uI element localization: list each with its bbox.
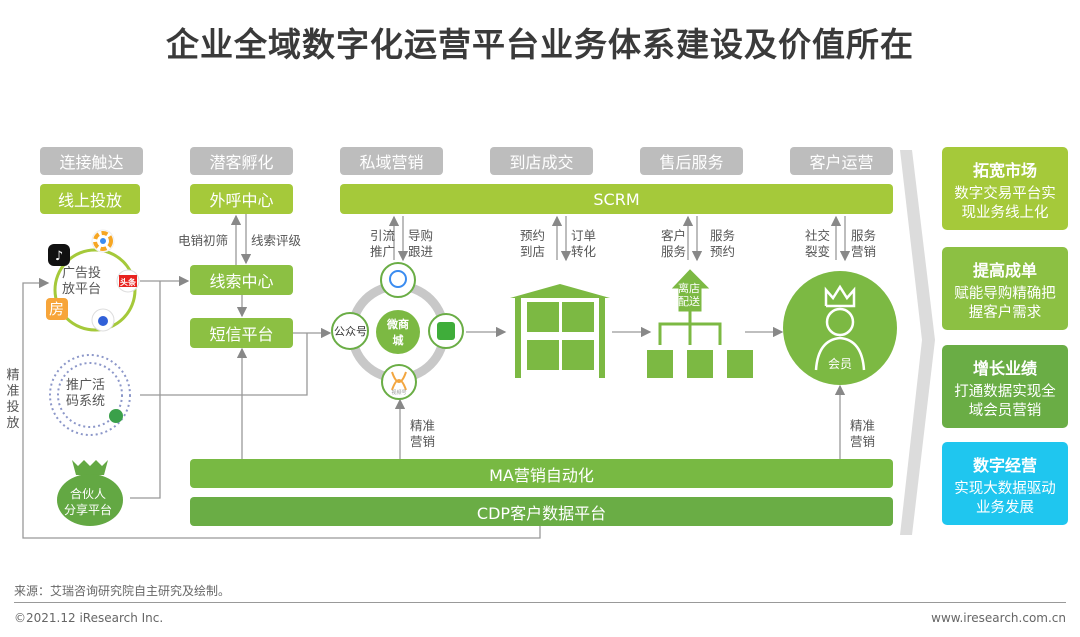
- service-label: 客户: [661, 228, 687, 243]
- lead-rating-label: 线索评级: [251, 233, 302, 248]
- value-head: 数字经营: [972, 456, 1037, 475]
- precise-marketing-label: 精准: [410, 418, 436, 433]
- wecom-icon: [380, 262, 416, 298]
- value-desc: 赋能导购精确把: [954, 286, 1056, 302]
- guide-label: 导购: [408, 228, 434, 243]
- scrm-bar: SCRM: [340, 184, 893, 214]
- value-head: 提高成单: [972, 261, 1037, 280]
- ad-platform-label-2: 放平台: [62, 282, 102, 297]
- qr-system-label: 推广活: [66, 378, 106, 393]
- precise-marketing-label-2: 营销: [410, 434, 436, 449]
- service-marketing-label: 服务: [851, 228, 877, 243]
- order-label-2: 转化: [571, 244, 597, 259]
- member-precise-label: 精准: [850, 418, 876, 433]
- booking-label-2: 预约: [710, 244, 736, 259]
- footer-divider: [14, 602, 1066, 603]
- precise-ads-label: 精准投放: [6, 368, 20, 431]
- value-desc-2: 现业务线上化: [961, 205, 1049, 221]
- social-label: 社交: [805, 228, 831, 243]
- value-desc-2: 业务发展: [976, 500, 1034, 516]
- stage-incubate: 潜客孵化: [190, 147, 293, 175]
- member-precise-label-2: 营销: [850, 434, 876, 449]
- value-desc: 数字交易平台实: [954, 186, 1056, 202]
- mall-label: 微商: [387, 318, 409, 331]
- qr-system-label-2: 码系统: [66, 394, 106, 409]
- partner-label-2: 分享平台: [64, 503, 113, 517]
- qr-code-icon: [49, 354, 131, 436]
- ma-bar: MA营销自动化: [190, 459, 893, 488]
- reserve-label: 预约: [520, 228, 546, 243]
- crown-icon: [814, 284, 866, 371]
- copyright: ©2021.12 iResearch Inc.: [14, 611, 164, 625]
- ad-platform-label: 广告投: [62, 266, 102, 281]
- traffic-label-2: 推广: [370, 244, 396, 259]
- stage-connect: 连接触达: [40, 147, 143, 175]
- official-account-circle: [331, 312, 369, 350]
- lead-center-box: 线索中心: [190, 265, 293, 295]
- delivery-tree-icon: [647, 269, 753, 378]
- booking-label: 服务: [710, 228, 736, 243]
- value-head: 增长业绩: [972, 359, 1037, 378]
- tele-screen-label: 电销初筛: [178, 233, 229, 248]
- page-title: 企业全域数字化运营平台业务体系建设及价值所在: [166, 25, 914, 64]
- website-link[interactable]: www.iresearch.com.cn: [931, 611, 1066, 625]
- value-head: 拓宽市场: [972, 161, 1037, 180]
- douyin-icon: ♪: [48, 244, 70, 266]
- flow-chevron: [900, 150, 935, 535]
- online-ads-box: 线上投放: [40, 184, 140, 214]
- warehouse-icon: [510, 284, 610, 378]
- fang-badge: 房: [49, 300, 65, 318]
- order-label: 订单: [571, 228, 597, 243]
- channels-label: 视频号: [391, 389, 406, 396]
- traffic-label: 引流: [370, 228, 396, 243]
- official-account-label: 公众号: [334, 325, 367, 338]
- stage-store: 到店成交: [490, 147, 593, 175]
- precise-ads-line: [22, 277, 541, 539]
- stage-customer: 客户运营: [790, 147, 893, 175]
- social-label-2: 裂变: [805, 244, 831, 259]
- guide-label-2: 跟进: [408, 244, 434, 259]
- stage-private: 私域营销: [340, 147, 443, 175]
- kuaishou-icon: [91, 229, 115, 253]
- source-note: 来源：艾瑞咨询研究院自主研究及绘制。: [14, 584, 231, 598]
- toutiao-icon: [116, 269, 140, 293]
- delivery-label-2: 配送: [678, 295, 700, 308]
- value-desc-2: 握客户需求: [968, 305, 1042, 321]
- value-box-digital: 数字经营实现大数据驱动业务发展: [942, 442, 1068, 525]
- service-marketing-label-2: 营销: [851, 244, 877, 259]
- reserve-label-2: 到店: [520, 244, 546, 259]
- value-desc-2: 域会员营销: [968, 403, 1042, 419]
- cdp-bar: CDP客户数据平台: [190, 497, 893, 526]
- value-desc: 打通数据实现全: [954, 384, 1056, 400]
- service-label-2: 服务: [661, 244, 687, 259]
- baidu-icon: [91, 308, 115, 332]
- value-box-conversion: 提高成单赋能导购精确把握客户需求: [942, 247, 1068, 330]
- toutiao-badge: 头条: [120, 278, 136, 287]
- member-label: 会员: [828, 357, 852, 371]
- value-desc: 实现大数据驱动: [954, 481, 1056, 497]
- partner-label: 合伙人: [70, 487, 107, 501]
- mini-program-icon: [109, 409, 123, 423]
- delivery-label: 离店: [678, 282, 700, 295]
- svg-text:♪: ♪: [55, 249, 63, 264]
- mall-label-2: 城: [392, 334, 404, 347]
- money-bag-icon: [57, 460, 123, 526]
- sms-platform-box: 短信平台: [190, 318, 293, 348]
- value-box-market: 拓宽市场数字交易平台实现业务线上化: [942, 147, 1068, 230]
- member-circle: [783, 271, 897, 385]
- stage-aftersales: 售后服务: [640, 147, 743, 175]
- value-box-growth: 增长业绩打通数据实现全域会员营销: [942, 345, 1068, 428]
- call-center-box: 外呼中心: [190, 184, 293, 214]
- fang-icon: [46, 298, 68, 320]
- mall-circle: [376, 310, 420, 354]
